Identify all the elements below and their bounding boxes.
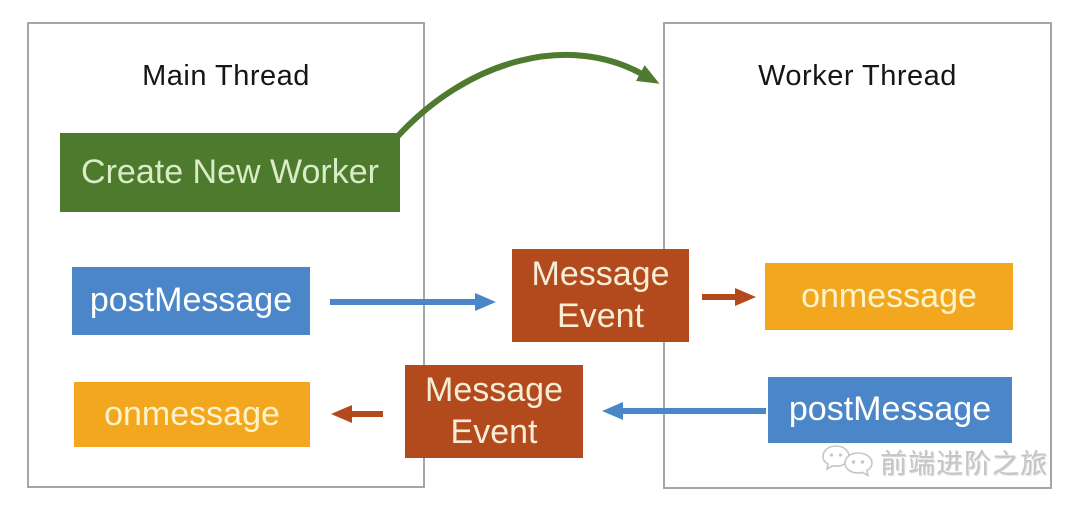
watermark: 前端进阶之旅 [820,442,1048,481]
watermark-text: 前端进阶之旅 [880,449,1048,479]
main-onmessage-box: onmessage [74,382,310,447]
worker-postmessage-box: postMessage [768,377,1012,443]
chat-bubbles-icon [822,444,873,477]
create-new-worker-box: Create New Worker [60,133,400,212]
message-event-top-box: Message Event [512,249,689,342]
worker-thread-title: Worker Thread [758,60,957,92]
create-worker-arrow [395,51,660,139]
main-thread-title: Main Thread [142,60,310,92]
main-postmessage-box: postMessage [72,267,310,335]
worker-onmessage-box: onmessage [765,263,1013,330]
message-event-bottom-box: Message Event [405,365,583,458]
